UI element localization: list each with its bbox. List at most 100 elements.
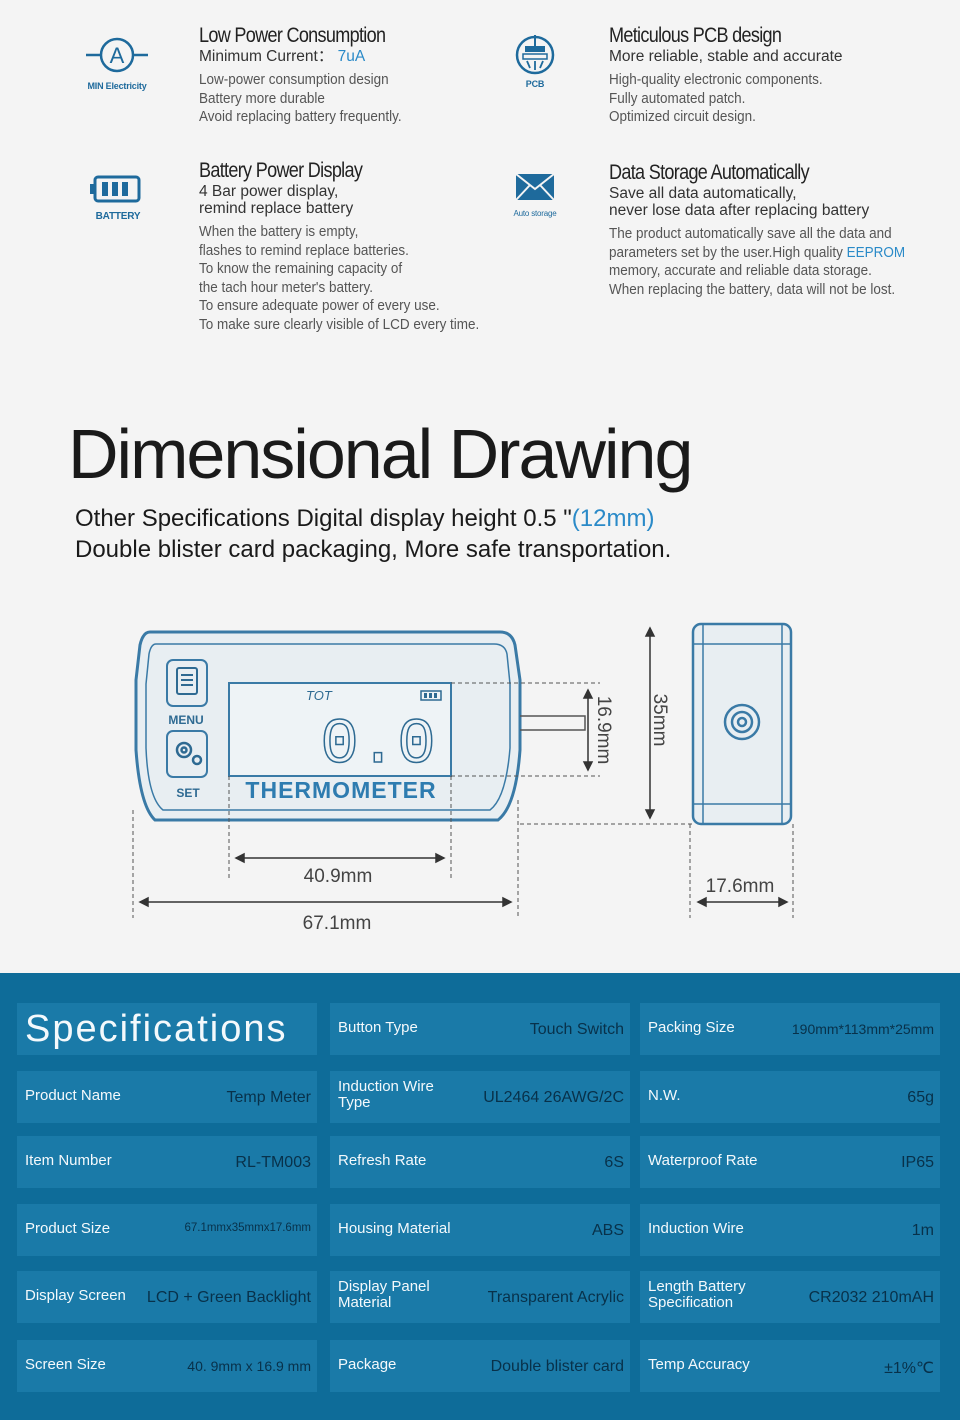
spec-row: Screen Size 40. 9mm x 16.9 mm — [17, 1340, 317, 1392]
spec-value: 67.1mmx35mmx17.6mm — [184, 1222, 311, 1234]
feature-title: Meticulous PCB design — [609, 24, 782, 47]
spec-label: Item Number — [25, 1152, 112, 1169]
spec-value: 1m — [911, 1222, 934, 1239]
spec-title: Specifications — [25, 1008, 288, 1050]
spec-row: Induction Wire Type UL2464 26AWG/2C — [330, 1071, 630, 1123]
spec-label: Induction Wire Type — [338, 1078, 434, 1111]
ammeter-icon: A MIN Electricity — [72, 36, 162, 91]
spec-row: Induction Wire 1m — [640, 1204, 940, 1256]
body-line: parameters set by the user.High quality … — [609, 244, 906, 261]
feature-body: Low-power consumption design Battery mor… — [199, 72, 402, 125]
dim-display-width: 40.9mm — [304, 866, 373, 887]
feature-title: Low Power Consumption — [199, 24, 386, 47]
spec-row: Refresh Rate 6S — [330, 1136, 630, 1188]
spec-value: LCD + Green Backlight — [146, 1289, 311, 1306]
device-label: THERMOMETER — [245, 777, 436, 803]
spec-row: Button Type Touch Switch — [330, 1003, 630, 1055]
icon-caption: BATTERY — [95, 211, 141, 222]
menu-icon — [176, 667, 198, 695]
spec-value: RL-TM003 — [235, 1154, 311, 1171]
icon-caption: Auto storage — [513, 209, 557, 218]
feature-title: Battery Power Display — [199, 159, 363, 182]
svg-text:A: A — [110, 43, 125, 68]
body-line: memory, accurate and reliable data stora… — [609, 263, 872, 279]
spec-row: Display Panel Material Transparent Acryli… — [330, 1271, 630, 1323]
spec-label: Display Panel Material — [338, 1278, 430, 1311]
spec-row: Package Double blister card — [330, 1340, 630, 1392]
feature-body: The product automatically save all the d… — [609, 225, 905, 299]
battery-icon: BATTERY — [73, 174, 163, 222]
feature-body: When the battery is empty, flashes to re… — [199, 224, 480, 333]
spec-value: Transparent Acrylic — [487, 1289, 624, 1306]
spec-value: UL2464 26AWG/2C — [483, 1089, 624, 1106]
spec-value: ABS — [591, 1222, 624, 1239]
dim-depth: 17.6mm — [706, 876, 775, 897]
spec-title-cell: Specifications — [17, 1003, 317, 1055]
spec-row: Length Battery Specification CR2032 210mA… — [640, 1271, 940, 1323]
spec-row: Packing Size 190mm*113mm*25mm — [640, 1003, 940, 1055]
spec-value: IP65 — [901, 1154, 934, 1171]
lcd-digits: 0.0 — [320, 710, 435, 782]
dim-total-width: 67.1mm — [303, 913, 372, 934]
spec-value: Double blister card — [490, 1358, 624, 1375]
spec-value: Temp Meter — [226, 1089, 311, 1106]
spec-label: Length Battery Specification — [648, 1278, 746, 1311]
pcb-chip-icon: PCB — [490, 34, 580, 89]
front-view — [134, 630, 522, 822]
spec-label: Product Name — [25, 1087, 121, 1104]
spec-label: Screen Size — [25, 1356, 106, 1373]
spec-value: ±1%℃ — [884, 1360, 934, 1377]
spec-label: Temp Accuracy — [648, 1356, 750, 1373]
spec-label: Package — [338, 1356, 397, 1373]
feature-storage: Data Storage Automatically Save all data… — [609, 161, 927, 299]
spec-value: 65g — [907, 1089, 934, 1106]
spec-label: Housing Material — [338, 1220, 451, 1237]
spec-row: Housing Material ABS — [330, 1204, 630, 1256]
spec-value: 6S — [604, 1154, 624, 1171]
spec-row: Waterproof Rate IP65 — [640, 1136, 940, 1188]
feature-subtitle: Save all data automatically, never lose … — [609, 185, 870, 219]
spec-label: Packing Size — [648, 1019, 735, 1036]
icon-caption: PCB — [525, 79, 545, 89]
spec-row: Temp Accuracy ±1%℃ — [640, 1340, 940, 1392]
spec-row: N.W. 65g — [640, 1071, 940, 1123]
body-line: The product automatically save all the d… — [609, 226, 892, 242]
feature-body: High-quality electronic components. Full… — [609, 72, 823, 125]
feature-battery: Battery Power Display 4 Bar power displa… — [199, 159, 500, 334]
spec-label: Waterproof Rate — [648, 1152, 758, 1169]
spec-value: Touch Switch — [529, 1021, 624, 1038]
lcd-battery-icon — [420, 690, 442, 701]
spec-label: Refresh Rate — [338, 1152, 427, 1169]
spec-label: Induction Wire — [648, 1220, 744, 1237]
page-title: Dimensional Drawing — [68, 415, 693, 493]
spec-value: 40. 9mm x 16.9 mm — [187, 1358, 311, 1374]
packaging-note: Double blister card packaging, More safe… — [75, 536, 672, 563]
feature-subtitle: More reliable, stable and accurate — [609, 48, 843, 65]
spec-row: Product Size 67.1mmx35mmx17.6mm — [17, 1204, 317, 1256]
spec-row: Display Screen LCD + Green Backlight — [17, 1271, 317, 1323]
icon-caption: MIN Electricity — [87, 81, 147, 91]
set-label: SET — [176, 786, 200, 800]
feature-low-power: Low Power Consumption Minimum Current： 7… — [199, 24, 417, 127]
feature-pcb: Meticulous PCB design More reliable, sta… — [609, 24, 843, 127]
side-view — [691, 622, 793, 826]
dim-total-height: 35mm — [649, 694, 670, 747]
spec-label: N.W. — [648, 1087, 681, 1104]
spec-value: CR2032 210mAH — [808, 1289, 934, 1306]
body-line: When replacing the battery, data will no… — [609, 281, 896, 298]
spec-label: Display Screen — [25, 1287, 126, 1304]
lcd-mode-label: TOT — [306, 688, 333, 703]
spec-label: Product Size — [25, 1220, 111, 1237]
spec-value: 190mm*113mm*25mm — [791, 1021, 934, 1037]
dim-display-height: 16.9mm — [593, 696, 614, 765]
menu-label: MENU — [168, 713, 203, 727]
spec-label: Button Type — [338, 1019, 418, 1036]
spec-note: Other Specifications Digital display hei… — [75, 505, 655, 532]
feature-subtitle: Minimum Current： 7uA — [199, 48, 366, 65]
dimensional-drawing: MENU SET TOT 0.0 THERMOMETER — [132, 622, 794, 934]
feature-title: Data Storage Automatically — [609, 161, 810, 184]
envelope-icon: Auto storage — [490, 172, 580, 218]
spec-row: Product Name Temp Meter — [17, 1071, 317, 1123]
spec-row: Item Number RL-TM003 — [17, 1136, 317, 1188]
